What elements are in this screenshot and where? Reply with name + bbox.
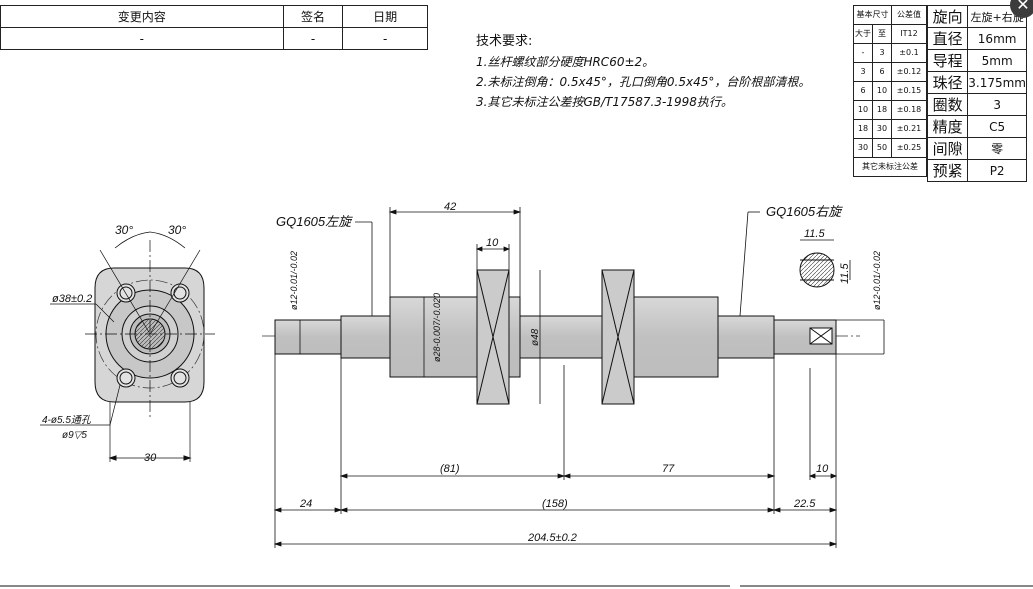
flange-angle-right: 30°	[168, 223, 186, 237]
end-dia-left-dim: ø12-0.01/-0.02	[289, 251, 299, 310]
screw-side-view	[262, 252, 860, 405]
flat-width-dim: 11.5	[804, 228, 825, 240]
tol-footer: 其它未标注公差	[853, 157, 927, 177]
notes-title: 技术要求:	[476, 34, 533, 49]
dim-total: 204.5±0.2	[527, 532, 577, 544]
end-dia-right-dim: ø12-0.01/-0.02	[872, 251, 882, 310]
note-1: 1.丝杆螺纹部分硬度HRC60±2。	[476, 55, 655, 69]
right-nut-label: GQ1605右旋	[766, 204, 843, 219]
dim-77: 77	[662, 463, 675, 475]
dim-81: (81)	[440, 463, 460, 475]
close-icon: ✕	[1016, 0, 1030, 14]
flange-dia-dim: ø48	[530, 328, 541, 346]
flange-end-view	[40, 231, 215, 462]
change-cell-content: -	[0, 27, 284, 50]
note-2: 2.未标注倒角：0.5x45°，孔口倒角0.5x45°，台阶根部清根。	[476, 75, 811, 89]
flat-height-dim: 11.5	[839, 263, 851, 284]
change-cell-sign: -	[282, 27, 344, 50]
flange-angle-left: 30°	[115, 223, 133, 237]
flange-pcd-label: ø38±0.2	[52, 293, 92, 305]
body-dia-dim: ø28-0.007/-0.020	[432, 293, 442, 362]
flange-cbore-label: ø9▽5	[62, 430, 87, 441]
flange-width-dim: 30	[144, 452, 157, 464]
dim-10-right: 10	[816, 463, 829, 475]
note-3: 3.其它未标注公差按GB/T17587.3-1998执行。	[476, 95, 733, 109]
flange-holes-label: 4-ø5.5通孔	[42, 414, 92, 426]
dimension-lines	[273, 207, 885, 548]
change-cell-date: -	[342, 27, 428, 50]
nut-length-dim: 42	[444, 201, 456, 213]
dim-22-5: 22.5	[793, 498, 816, 510]
close-button[interactable]: ✕	[1010, 0, 1033, 18]
tol-row: -3±0.1	[853, 43, 927, 63]
left-nut-label: GQ1605左旋	[276, 214, 353, 229]
flange-thickness-dim: 10	[486, 237, 499, 249]
dim-158: (158)	[542, 498, 568, 510]
change-record-table: 变更内容 签名 日期 - - -	[0, 5, 428, 50]
dim-24: 24	[299, 498, 312, 510]
technical-requirements: 技术要求: 1.丝杆螺纹部分硬度HRC60±2。 2.未标注倒角：0.5x45°…	[476, 32, 810, 112]
